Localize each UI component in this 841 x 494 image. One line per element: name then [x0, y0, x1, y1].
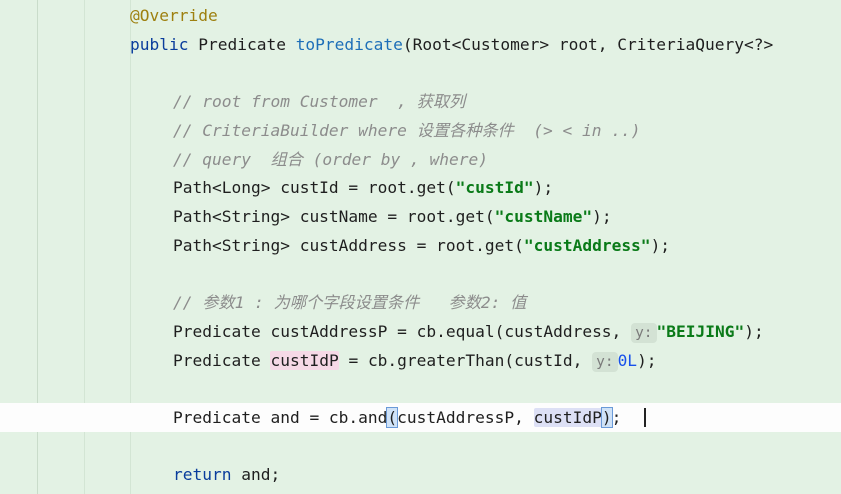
code-line-signature[interactable]: public Predicate toPredicate(Root<Custom…: [0, 30, 841, 59]
method-name[interactable]: toPredicate: [295, 35, 403, 54]
indent-guide: [84, 0, 85, 494]
string-literal: "custAddress": [523, 236, 651, 255]
statement-end: );: [533, 178, 554, 197]
code-line-comment[interactable]: // 参数1 : 为哪个字段设置条件 参数2: 值: [0, 288, 841, 317]
variable-custidp-reference[interactable]: custIdP: [533, 408, 602, 427]
code-line-path-custname[interactable]: Path<String> custName = root.get("custNa…: [0, 202, 841, 231]
code-line-return[interactable]: return and;: [0, 460, 841, 489]
comment-query: // query 组合 (order by , where): [173, 150, 489, 169]
string-literal: "BEIJING": [656, 322, 745, 341]
paren-match-open: (: [386, 407, 399, 428]
statement-end: );: [592, 207, 612, 226]
number-literal: 0L: [617, 351, 638, 370]
statement-end: );: [744, 322, 764, 341]
statement-end: ;: [611, 408, 622, 427]
argument: custAddressP,: [397, 408, 534, 427]
string-literal: "custName": [494, 207, 593, 226]
comment-criteria-builder: // CriteriaBuilder where 设置各种条件 (> < in …: [173, 121, 641, 140]
code-line-comment[interactable]: // root from Customer , 获取列: [0, 87, 841, 116]
path-decl: Path<Long> custId = root.get(: [173, 178, 456, 197]
greater-than-call: = cb.greaterThan(custId,: [338, 351, 593, 370]
type-predicate: Predicate: [173, 351, 271, 370]
paren-match-close: ): [600, 407, 613, 428]
code-line-predicate-custid[interactable]: Predicate custIdP = cb.greaterThan(custI…: [0, 346, 841, 375]
comment-params: // 参数1 : 为哪个字段设置条件 参数2: 值: [173, 293, 527, 312]
code-line-comment[interactable]: // query 组合 (order by , where): [0, 145, 841, 174]
and-call: Predicate and = cb.and: [173, 408, 388, 427]
keyword-public: public: [130, 35, 189, 54]
override-annotation: @Override: [130, 6, 218, 25]
statement-end: );: [650, 236, 671, 255]
parameter-hint: y:: [631, 323, 657, 343]
text-cursor: [644, 408, 646, 427]
return-type: Predicate: [188, 35, 296, 54]
predicate-decl: Predicate custAddressP = cb.equal(custAd…: [173, 322, 632, 341]
code-line-comment[interactable]: // CriteriaBuilder where 设置各种条件 (> < in …: [0, 116, 841, 145]
code-line-path-custaddress[interactable]: Path<String> custAddress = root.get("cus…: [0, 231, 841, 260]
string-literal: "custId": [455, 178, 534, 197]
parameter-hint: y:: [592, 352, 618, 372]
comment-root: // root from Customer , 获取列: [173, 92, 466, 111]
code-line-predicate-address[interactable]: Predicate custAddressP = cb.equal(custAd…: [0, 317, 841, 346]
gutter-divider: [37, 0, 38, 494]
code-line-annotation[interactable]: @Override: [0, 1, 841, 30]
variable-custidp-highlight[interactable]: custIdP: [270, 351, 339, 370]
method-params: (Root<Customer> root, CriteriaQuery<?>: [402, 35, 774, 54]
statement-end: );: [637, 351, 657, 370]
indent-guide: [130, 0, 131, 494]
return-value: and;: [231, 465, 281, 484]
path-decl: Path<String> custAddress = root.get(: [173, 236, 524, 255]
code-line-path-custid[interactable]: Path<Long> custId = root.get("custId");: [0, 173, 841, 202]
code-line-current-and[interactable]: Predicate and = cb.and(custAddressP, cus…: [0, 403, 841, 432]
keyword-return: return: [173, 465, 232, 484]
path-decl: Path<String> custName = root.get(: [173, 207, 495, 226]
